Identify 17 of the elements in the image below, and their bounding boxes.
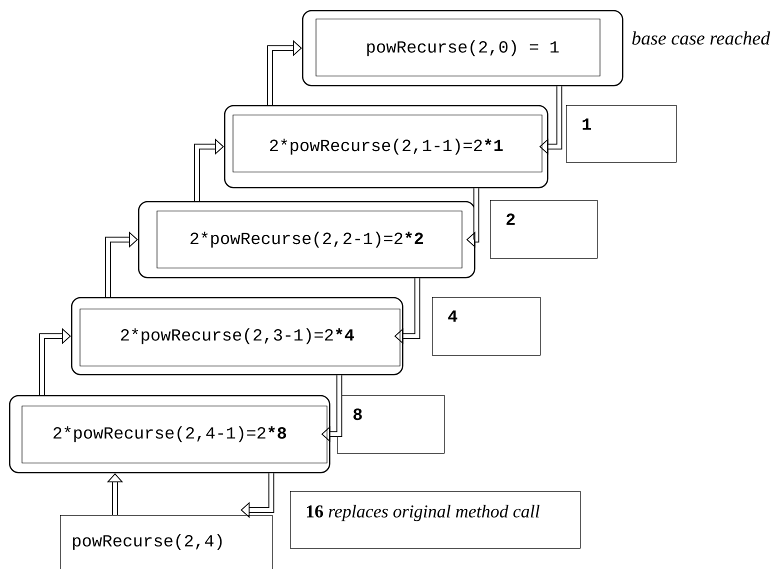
call-box: 2*powRecurse(2,1-1)=2*1 bbox=[224, 105, 548, 188]
arrow bbox=[194, 138, 224, 201]
arrow bbox=[39, 328, 71, 395]
call-box: powRecurse(2,0) = 1 bbox=[302, 10, 624, 86]
value-box: 1 bbox=[566, 105, 677, 163]
call-box: 2*powRecurse(2,3-1)=2*4 bbox=[71, 297, 404, 376]
value-box: 2 bbox=[490, 200, 598, 259]
beside-note: base case reached bbox=[632, 31, 770, 45]
call-box: 2*powRecurse(2,4-1)=2*8 bbox=[9, 395, 330, 474]
arrow bbox=[240, 473, 274, 518]
call-box: 2*powRecurse(2,2-1)=2*2 bbox=[138, 201, 476, 278]
arrow bbox=[267, 40, 302, 105]
note-box: 16 replaces original method call bbox=[290, 491, 581, 549]
value-box: 8 bbox=[337, 395, 445, 454]
value-box: 4 bbox=[432, 297, 541, 356]
call-box: powRecurse(2,4) bbox=[60, 515, 273, 569]
arrow bbox=[105, 232, 138, 297]
